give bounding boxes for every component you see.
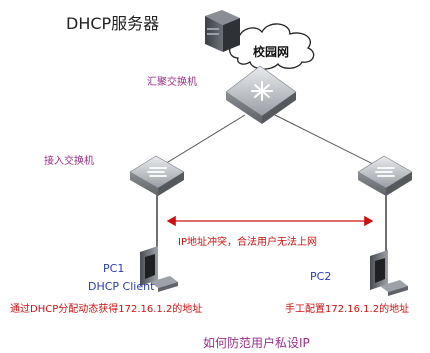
pc-icon [140, 246, 178, 292]
dhcp-client-label: DHCP Client [88, 280, 155, 293]
pc2-label: PC2 [310, 270, 332, 283]
access-switch-icon [357, 155, 413, 196]
pc1-address-note: 通过DHCP分配动态获得172.16.1.2的地址 [10, 304, 203, 315]
aggregation-switch-icon [225, 65, 297, 124]
pc1-label: PC1 [103, 262, 125, 275]
pc-icon [370, 250, 408, 296]
ip-conflict-label: IP地址冲突，合法用户无法上网 [178, 237, 317, 248]
dhcp-server-label: DHCP服务器 [66, 14, 160, 33]
access-switch-icon [129, 155, 185, 196]
campus-network-label: 校园网 [253, 45, 290, 59]
access-switch-label: 接入交换机 [44, 156, 94, 167]
link-agg-to-right-access [274, 114, 386, 171]
link-agg-to-left-access [154, 114, 246, 171]
cloud-icon [229, 23, 315, 70]
server-icon [205, 10, 240, 52]
aggregation-switch-label: 汇聚交换机 [147, 77, 197, 88]
diagram-caption: 如何防范用户私设IP [203, 336, 310, 350]
pc2-address-note: 手工配置172.16.1.2的地址 [285, 304, 410, 315]
